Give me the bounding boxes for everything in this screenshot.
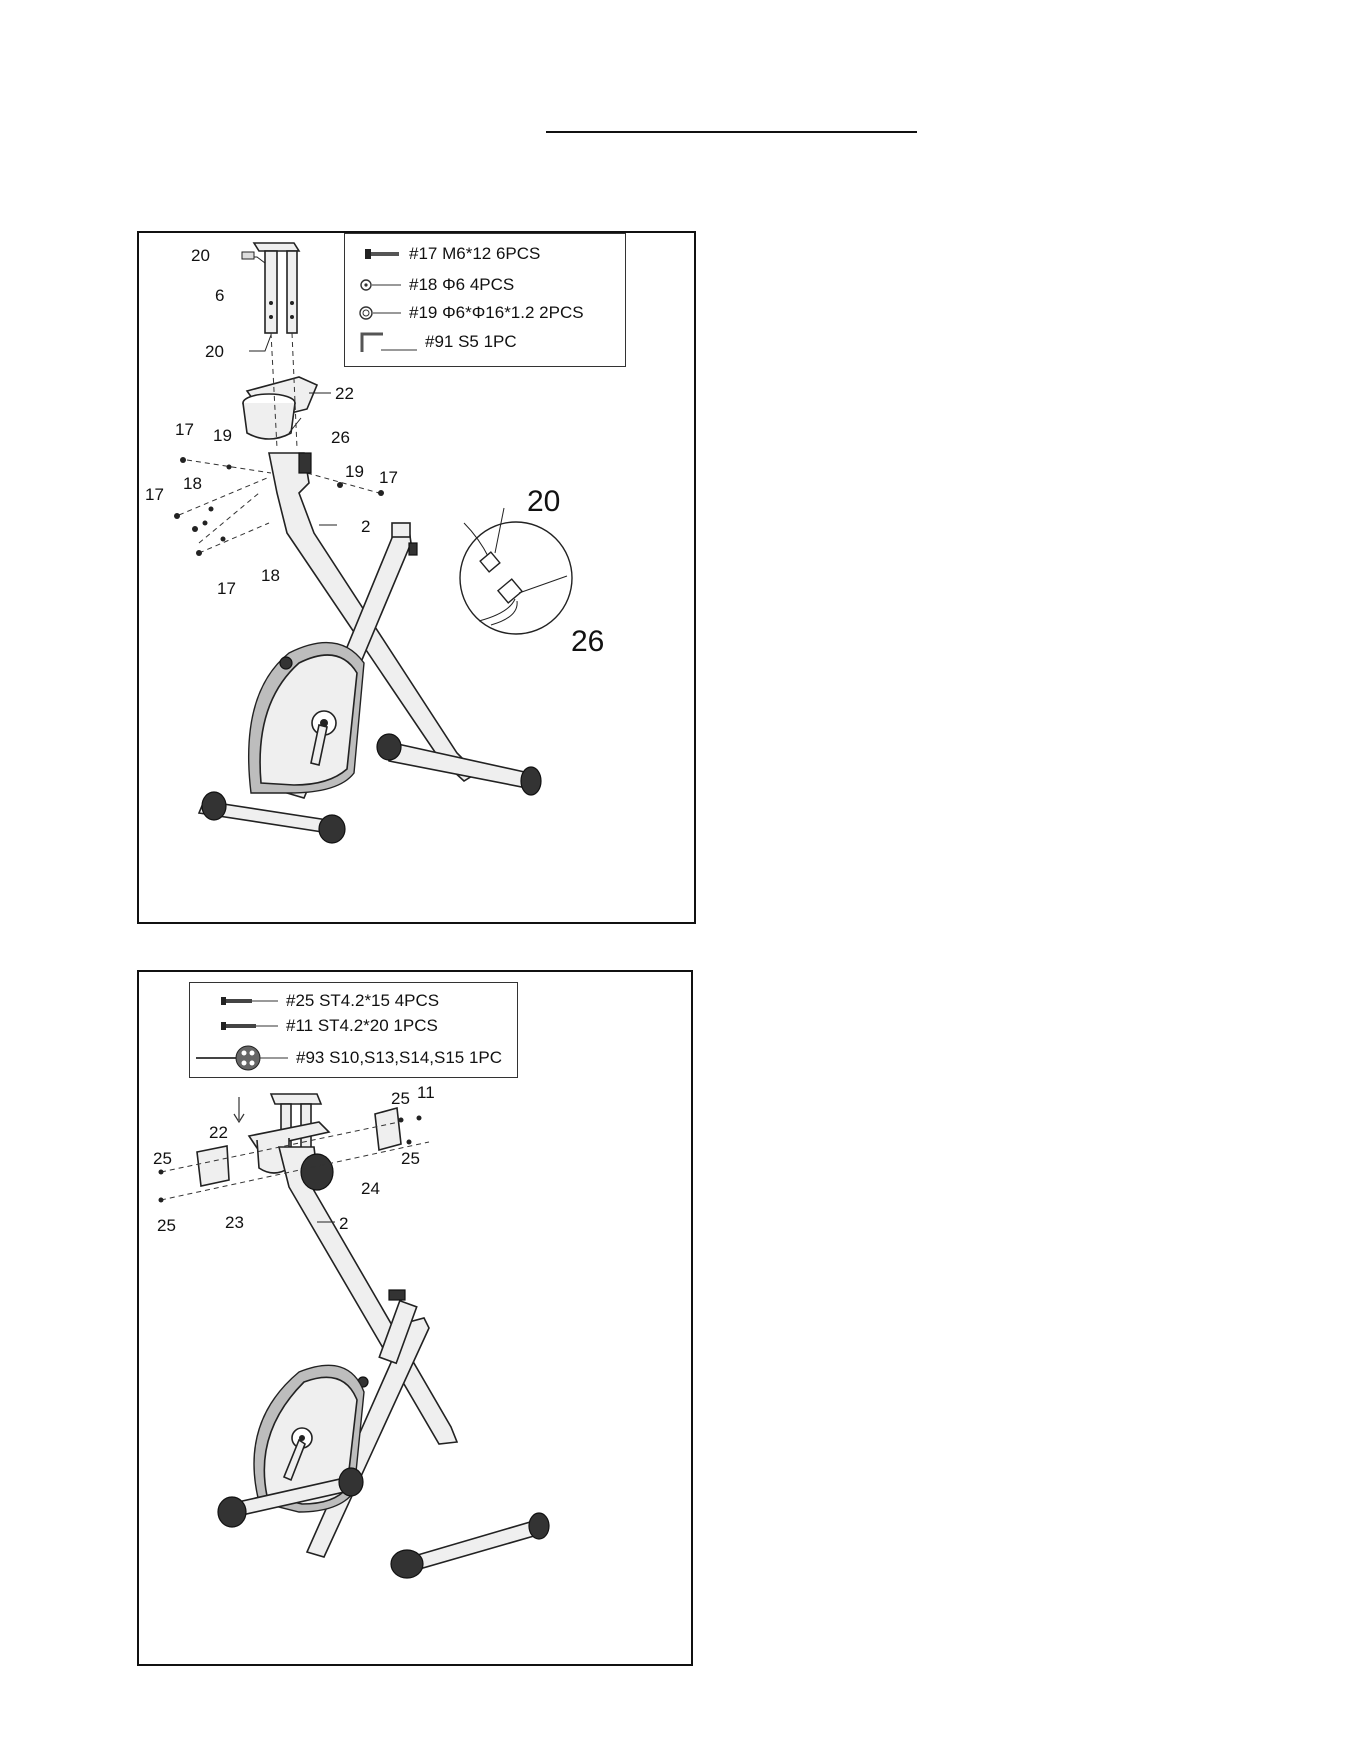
callout-23: 23 xyxy=(225,1213,244,1232)
callout-22: 22 xyxy=(335,384,354,403)
detail-callout-26: 26 xyxy=(571,625,604,658)
callout-17: 17 xyxy=(145,485,164,504)
callout-17: 17 xyxy=(175,420,194,439)
callout-17: 17 xyxy=(379,468,398,487)
callout-24: 24 xyxy=(361,1179,380,1198)
callout-19: 19 xyxy=(213,426,232,445)
callout-25: 25 xyxy=(157,1216,176,1235)
side-cover-24 xyxy=(375,1108,401,1150)
handlebar-post xyxy=(242,243,299,351)
callout-18: 18 xyxy=(183,474,202,493)
assembly-figure-2: #25 ST4.2*15 4PCS #11 ST4.2*20 1PCS #93 … xyxy=(137,970,693,1666)
callout-20: 20 xyxy=(191,246,210,265)
title-underline xyxy=(546,131,917,133)
connector-detail-inset xyxy=(460,508,572,634)
side-cover-23 xyxy=(197,1146,229,1186)
callout-2: 2 xyxy=(339,1214,348,1233)
assembly-figure-1: #17 M6*12 6PCS #18 Φ6 4PCS #19 Φ6*Φ16*1.… xyxy=(137,231,696,924)
callout-25: 25 xyxy=(391,1089,410,1108)
callout-25: 25 xyxy=(153,1149,172,1168)
callout-25: 25 xyxy=(401,1149,420,1168)
callout-18: 18 xyxy=(261,566,280,585)
bottle-holder xyxy=(243,377,331,439)
down-arrow-icon xyxy=(234,1097,244,1122)
callout-20: 20 xyxy=(205,342,224,361)
bike-assembly-drawing-1: 20 6 20 22 17 19 26 18 17 19 17 2 18 17 … xyxy=(139,233,694,922)
detail-callout-20: 20 xyxy=(527,485,560,518)
callout-22: 22 xyxy=(209,1123,228,1142)
callout-6: 6 xyxy=(215,286,224,305)
bike-assembly-drawing-2: 25 11 22 25 25 24 25 23 2 xyxy=(139,972,691,1664)
bike-frame xyxy=(199,453,541,843)
callout-2: 2 xyxy=(361,517,370,536)
callout-19: 19 xyxy=(345,462,364,481)
callout-17: 17 xyxy=(217,579,236,598)
callout-11: 11 xyxy=(417,1083,435,1102)
callout-26: 26 xyxy=(331,428,350,447)
